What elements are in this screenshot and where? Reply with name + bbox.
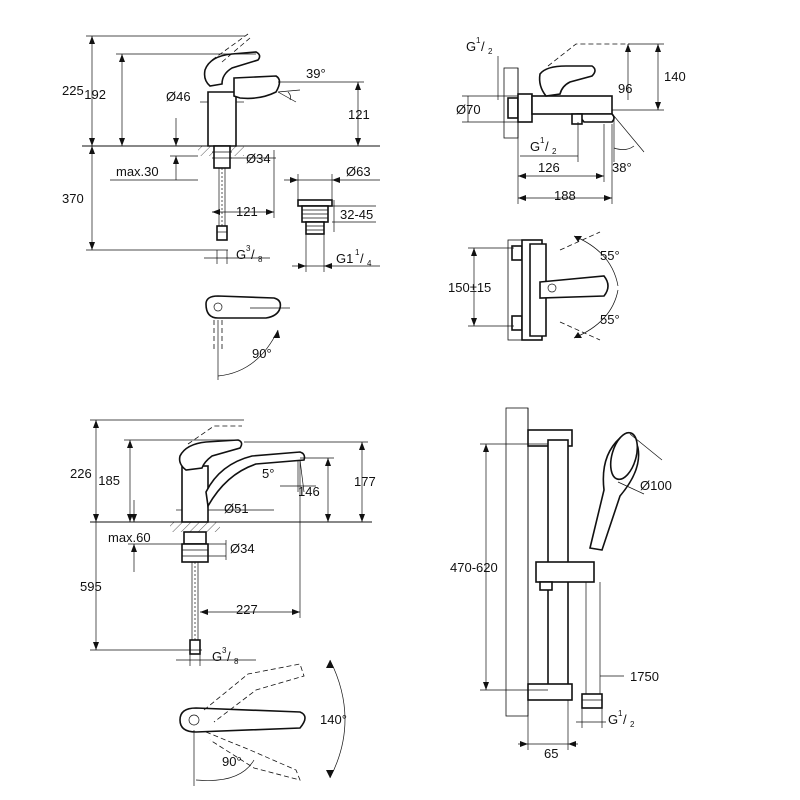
dim-dia70: Ø70 — [456, 102, 481, 117]
dim-39-deg: 39° — [306, 66, 326, 81]
dim-177: 177 — [354, 474, 376, 489]
bath-mixer-spout — [576, 113, 615, 123]
svg-text:G: G — [236, 247, 246, 262]
svg-text:2: 2 — [630, 720, 635, 729]
dim-dia46: Ø46 — [166, 89, 191, 104]
basin-mixer-body — [207, 91, 237, 147]
dim-146: 146 — [298, 484, 320, 499]
svg-text:G1: G1 — [336, 251, 353, 266]
dim-dia63: Ø63 — [346, 164, 371, 179]
svg-text:1: 1 — [540, 136, 545, 145]
dim-max30: max.30 — [116, 164, 159, 179]
dim-dia34-kitchen: Ø34 — [230, 541, 255, 556]
svg-text:1: 1 — [476, 36, 481, 45]
dim-1750: 1750 — [630, 669, 659, 684]
svg-text:3: 3 — [246, 244, 251, 253]
dim-96: 96 — [618, 81, 632, 96]
dim-dia100: Ø100 — [640, 478, 672, 493]
dim-140: 140 — [664, 69, 686, 84]
svg-text:8: 8 — [258, 255, 263, 264]
kitchen-mixer-drawing: 226 185 5° 146 177 Ø51 max.60 Ø34 595 22… — [70, 419, 376, 786]
bath-mixer-front-body — [529, 243, 547, 337]
svg-text:4: 4 — [367, 259, 372, 268]
dim-g12-top: G 1 / 2 — [466, 36, 493, 56]
svg-text:G: G — [466, 39, 476, 54]
dim-5-deg: 5° — [262, 466, 274, 481]
dim-38-deg: 38° — [612, 160, 632, 175]
svg-text:/: / — [545, 139, 549, 154]
svg-text:8: 8 — [234, 657, 239, 666]
dim-55-deg-top: 55° — [600, 248, 620, 263]
pop-up-waste-drawing: Ø63 32-45 G1 1 / 4 — [284, 164, 380, 272]
dim-226: 226 — [70, 466, 92, 481]
basin-mixer-drawing: 225 192 Ø46 39° 121 max.30 Ø34 370 121 G… — [62, 33, 380, 380]
kitchen-mixer-top-view — [179, 707, 306, 733]
svg-text:G: G — [212, 649, 222, 664]
dim-595: 595 — [80, 579, 102, 594]
dim-max60: max.60 — [108, 530, 151, 545]
dim-90-deg-basin: 90° — [252, 346, 272, 361]
dim-65: 65 — [544, 746, 558, 761]
dim-dia51: Ø51 — [224, 501, 249, 516]
bath-mixer-drawing: G 1 / 2 140 96 Ø70 G 1 / 2 126 38° 188 1… — [448, 36, 686, 341]
bath-mixer-body — [531, 95, 613, 115]
shower-set-drawing: Ø100 470-620 1750 65 G 1 / 2 — [450, 407, 672, 761]
svg-text:/: / — [481, 39, 485, 54]
bath-mixer-lever — [538, 65, 596, 97]
svg-text:/: / — [623, 712, 627, 727]
dim-121-height: 121 — [348, 107, 370, 122]
svg-text:2: 2 — [488, 47, 493, 56]
svg-text:3: 3 — [222, 646, 227, 655]
kitchen-mixer-lever — [178, 439, 243, 471]
dim-g38: G 3 / 8 — [236, 244, 263, 264]
dim-140-deg: 140° — [320, 712, 347, 727]
dim-370: 370 — [62, 191, 84, 206]
dim-g12-mid: G 1 / 2 — [530, 136, 557, 156]
dim-g38-kitchen: G 3 / 8 — [212, 646, 239, 666]
pop-up-waste-flange — [297, 199, 333, 207]
dim-227: 227 — [236, 602, 258, 617]
svg-text:G: G — [530, 139, 540, 154]
svg-text:1: 1 — [355, 248, 360, 257]
svg-text:/: / — [251, 247, 255, 262]
dim-g1-14: G1 1 / 4 — [336, 248, 372, 268]
dim-121-reach: 121 — [236, 204, 258, 219]
dim-55-deg-bottom: 55° — [600, 312, 620, 327]
basin-mixer-top-view — [205, 295, 282, 319]
dim-g12-shower: G 1 / 2 — [608, 709, 635, 729]
svg-text:G: G — [608, 712, 618, 727]
dim-150-15: 150±15 — [448, 280, 491, 295]
svg-text:/: / — [360, 251, 364, 266]
dim-185: 185 — [98, 473, 120, 488]
svg-text:2: 2 — [552, 147, 557, 156]
kitchen-mixer-body — [181, 465, 209, 523]
dim-126: 126 — [538, 160, 560, 175]
basin-mixer-spout — [233, 75, 281, 100]
shower-slider — [535, 561, 595, 583]
svg-text:/: / — [227, 649, 231, 664]
dim-470-620: 470-620 — [450, 560, 498, 575]
svg-text:1: 1 — [618, 709, 623, 718]
dim-dia34: Ø34 — [246, 151, 271, 166]
dim-32-45: 32-45 — [340, 207, 373, 222]
dim-90-deg-kitchen: 90° — [222, 754, 242, 769]
kitchen-mixer-spout — [205, 451, 306, 509]
basin-mixer-lever — [203, 51, 261, 87]
dim-188: 188 — [554, 188, 576, 203]
dim-192: 192 — [84, 87, 106, 102]
dim-225: 225 — [62, 83, 84, 98]
